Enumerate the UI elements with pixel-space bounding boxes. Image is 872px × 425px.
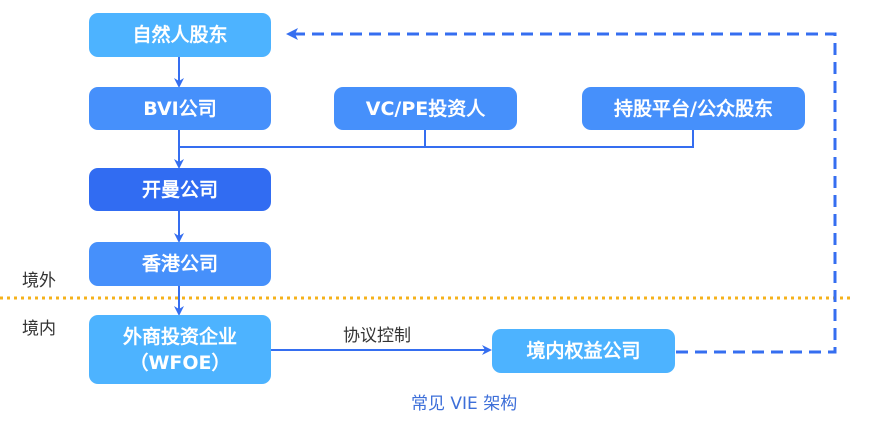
node-wfoe: 外商投资企业 （WFOE） (89, 315, 271, 384)
node-bvi-company: BVI公司 (89, 87, 271, 130)
node-cayman-company: 开曼公司 (89, 168, 271, 211)
region-label-onshore: 境内 (22, 319, 56, 339)
edge-domestic-to-natural-dashed (292, 32, 837, 354)
node-label: 开曼公司 (141, 178, 218, 201)
region-label-offshore: 境外 (22, 271, 56, 291)
node-label: 境内权益公司 (526, 340, 641, 362)
node-label: 自然人股东 (132, 24, 228, 46)
node-vcpe-investor: VC/PE投资人 (334, 87, 517, 130)
node-label: 持股平台/公众股东 (614, 97, 773, 120)
node-label: BVI公司 (143, 97, 217, 120)
node-label-line1: 外商投资企业 (122, 325, 237, 348)
node-label: 香港公司 (141, 253, 218, 275)
diagram-caption: 常见 VIE 架构 (411, 394, 518, 414)
node-domestic-equity-company: 境内权益公司 (492, 329, 675, 373)
node-holding-platform: 持股平台/公众股东 (582, 87, 805, 130)
node-label: VC/PE投资人 (365, 97, 486, 120)
node-hongkong-company: 香港公司 (89, 242, 271, 286)
dashed-arrowhead (286, 28, 298, 40)
edge-label-agreement-control: 协议控制 (343, 326, 411, 346)
node-natural-person-shareholder: 自然人股东 (89, 13, 271, 57)
node-label-line2: （WFOE） (129, 351, 231, 374)
